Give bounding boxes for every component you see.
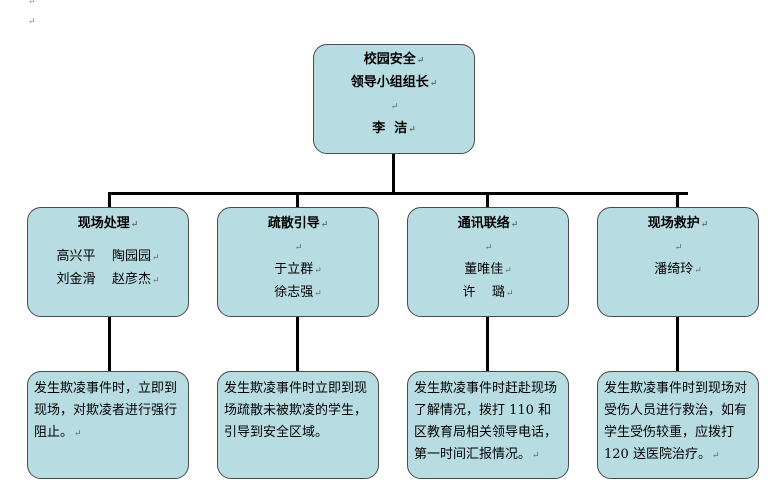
paragraph-mark: ↵ [294, 243, 303, 253]
group-box-1: 现场处理↵ 高兴平 陶园园↵ 刘金滑 赵彦杰↵ [27, 207, 189, 317]
group-member: 潘绮玲 [654, 262, 694, 277]
group-title: 疏散引导 [267, 216, 320, 231]
connector-down-4 [676, 316, 679, 372]
group-member: 徐志强 [274, 285, 314, 300]
group-title: 通讯联络 [457, 216, 510, 231]
paragraph-mark: ↵ [151, 276, 160, 286]
paragraph-mark: ↵ [130, 220, 139, 230]
group-duty: 发生欺凌事件时，立即到现场，对欺凌者进行强行阻止。 [34, 381, 178, 440]
paragraph-mark: ↵ [408, 125, 416, 135]
connector-down-3 [486, 316, 489, 372]
paragraph-mark: ↵ [314, 289, 322, 299]
paragraph-mark: ↵ [694, 266, 702, 276]
paragraph-mark: ↵ [484, 243, 493, 253]
paragraph-mark: ↵ [510, 220, 519, 230]
paragraph-mark: ↵ [314, 266, 322, 276]
connector-drop-3 [486, 192, 489, 208]
group-duty: 发生欺凌事件时到现场对受伤人员进行救治，如有学生受伤较重，应拨打 120 送医院… [604, 381, 748, 462]
duty-box-4: 发生欺凌事件时到现场对受伤人员进行救治，如有学生受伤较重，应拨打 120 送医院… [597, 371, 759, 479]
connector-down-1 [108, 316, 111, 372]
connector-drop-4 [676, 192, 679, 208]
paragraph-mark: ↵ [416, 56, 425, 66]
group-member: 董唯佳 [464, 262, 504, 277]
group-member: 于立群 [274, 262, 314, 277]
paragraph-mark: ↵ [320, 220, 329, 230]
group-box-4: 现场救护↵ ↵ 潘绮玲↵ [597, 207, 759, 317]
paragraph-mark: ↵ [28, 17, 36, 27]
group-box-3: 通讯联络↵ ↵ 董唯佳↵ 许 璐↵ [407, 207, 569, 317]
paragraph-mark: ↵ [711, 451, 720, 461]
paragraph-mark: ↵ [74, 429, 82, 439]
group-member: 许 璐 [462, 285, 505, 300]
connector-bar [108, 192, 688, 195]
connector-down-2 [296, 316, 299, 372]
paragraph-mark: ↵ [151, 253, 160, 263]
paragraph-mark: ↵ [674, 243, 683, 253]
leader-subtitle: 领导小组组长 [350, 75, 429, 90]
connector-trunk [392, 152, 395, 194]
group-member: 刘金滑 赵彦杰 [56, 272, 151, 287]
paragraph-mark: ↵ [390, 102, 399, 112]
leader-box: 校园安全↵ 领导小组组长↵ ↵ 李 洁↵ [313, 44, 475, 154]
leader-title: 校园安全 [363, 52, 416, 67]
duty-box-3: 发生欺凌事件时赶赴现场了解情况，拨打 110 和区教育局相关领导电话，第一时间汇… [407, 371, 569, 479]
group-duty: 发生欺凌事件时立即到现场疏散未被欺凌的学生，引导到安全区域。 [224, 381, 368, 440]
group-title: 现场救护 [647, 216, 700, 231]
paragraph-mark: ↵ [532, 451, 540, 461]
duty-box-1: 发生欺凌事件时，立即到现场，对欺凌者进行强行阻止。↵ [27, 371, 189, 479]
paragraph-mark: ↵ [700, 220, 709, 230]
duty-box-2: 发生欺凌事件时立即到现场疏散未被欺凌的学生，引导到安全区域。 [217, 371, 379, 479]
paragraph-mark: ↵ [429, 79, 438, 89]
group-duty: 发生欺凌事件时赶赴现场了解情况，拨打 110 和区教育局相关领导电话，第一时间汇… [414, 381, 558, 462]
paragraph-mark: ↵ [505, 289, 514, 299]
paragraph-mark: ↵ [504, 266, 512, 276]
connector-drop-2 [296, 192, 299, 208]
connector-drop-1 [108, 192, 111, 208]
paragraph-mark: ↵ [28, 0, 36, 7]
group-box-2: 疏散引导↵ ↵ 于立群↵ 徐志强↵ [217, 207, 379, 317]
group-title: 现场处理 [77, 216, 130, 231]
group-member: 高兴平 陶园园 [56, 249, 151, 264]
leader-name: 李 洁 [372, 121, 408, 136]
